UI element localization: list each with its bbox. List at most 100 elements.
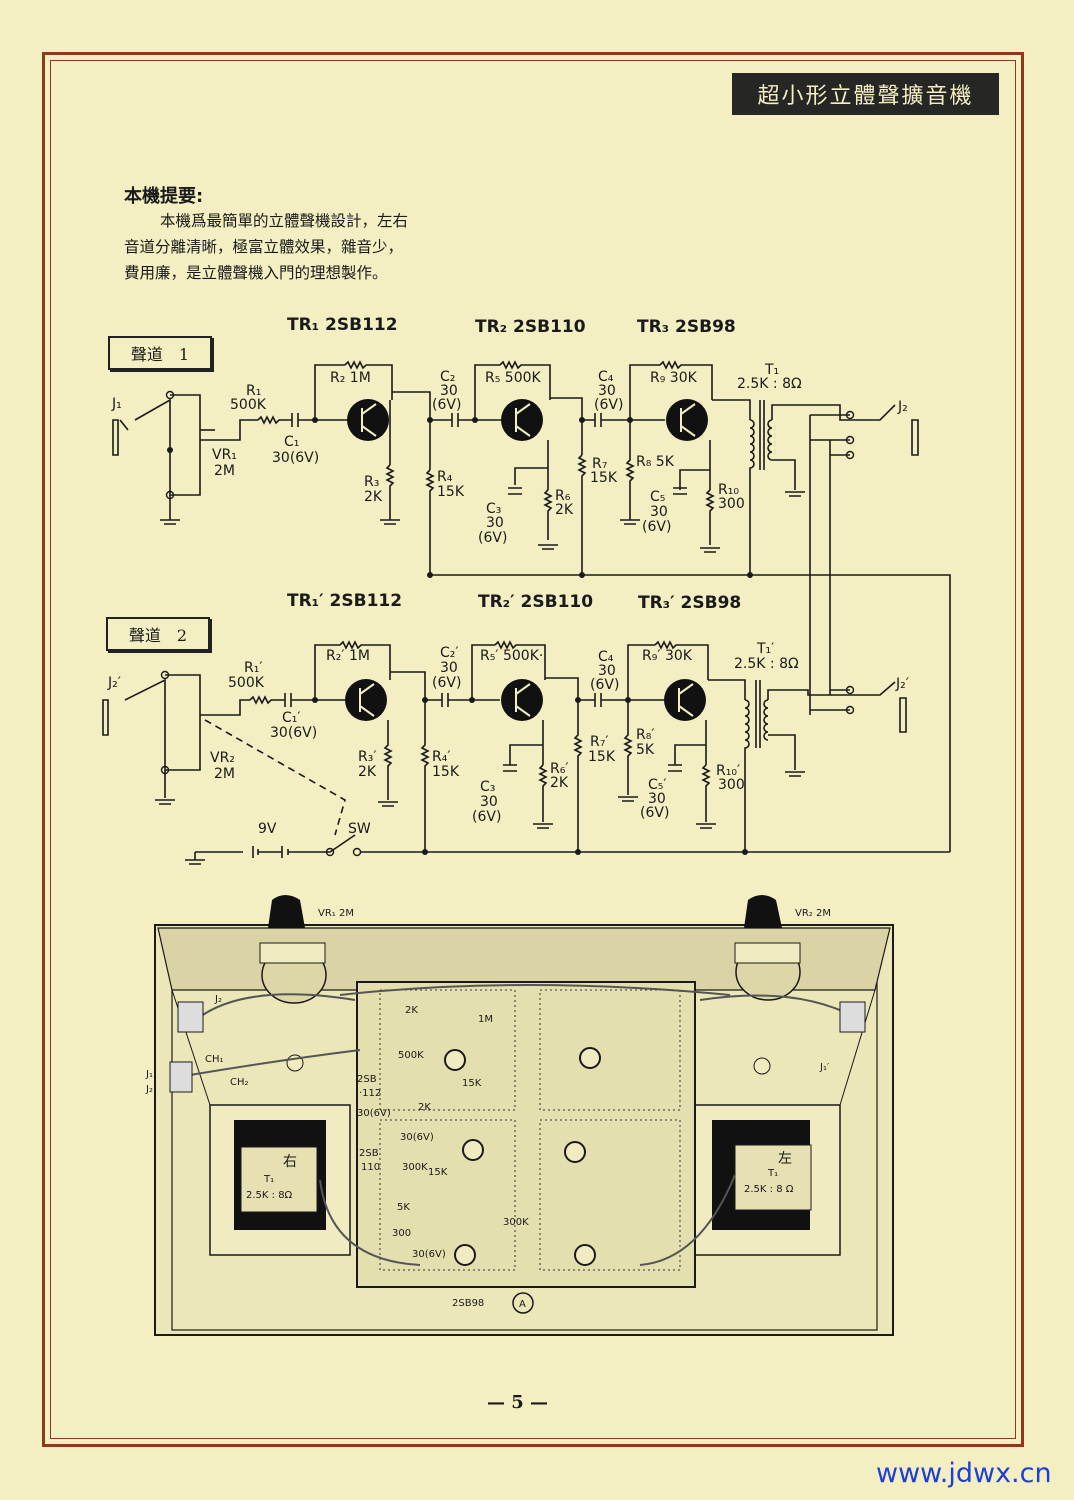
chassis-vr1: VR₁ 2M [318, 908, 354, 919]
ch2-c5-b: (6V) [640, 805, 670, 821]
ch2-c1-value: 30(6V) [270, 725, 318, 741]
ch2-r10: R₁₀′ [716, 763, 741, 779]
ch2-r9: R₉′ 30K [642, 648, 692, 664]
ch2-j2: J₂′ [896, 676, 909, 692]
ch1-c5-b: (6V) [642, 519, 672, 535]
page-number: — 5 — [487, 1392, 549, 1413]
ch1-r10: R₁₀ [718, 482, 739, 498]
ch2-c1: C₁′ [282, 710, 301, 726]
tr1-label: TR₁ 2SB112 [287, 315, 398, 335]
ch1-r8: R₈ 5K [636, 454, 674, 470]
board-label: 2K [418, 1102, 431, 1113]
chassis-left-label: 左 [778, 1151, 792, 1167]
ch1-r5: R₅ 500K [485, 370, 541, 386]
chassis-t-left: T₁ [768, 1168, 779, 1179]
site-watermark: www.jdwx.cn [876, 1458, 1052, 1489]
ch1-c3: C₃ [486, 501, 502, 517]
ch2-r3: R₃′ [358, 749, 377, 765]
ch2-r10-value: 300 [718, 777, 745, 793]
ch2-c2-b: (6V) [432, 675, 462, 691]
ch2-vr2-value: 2M [214, 766, 235, 782]
ch2-c4: C₄ [598, 649, 614, 665]
ch1-c4: C₄ [598, 369, 614, 385]
chassis-j1: J₁ [146, 1069, 153, 1080]
board-label: 110 [361, 1162, 381, 1173]
ch1-c4-b: (6V) [594, 397, 624, 413]
summary-line-1: 本機爲最簡單的立體聲機設計，左右 [160, 212, 409, 230]
tr3p-label: TR₃′ 2SB98 [638, 593, 742, 613]
board-label: 300 [392, 1228, 412, 1239]
ch1-c2-a: 30 [440, 383, 458, 399]
chassis-j1r: J₁′ [820, 1062, 830, 1073]
chassis-right-label: 右 [283, 1154, 297, 1170]
chassis-vr2: VR₂ 2M [795, 908, 831, 919]
ch2-c2: C₂′ [440, 645, 459, 661]
board-label: 1M [478, 1014, 493, 1025]
board-label: 30(6V) [357, 1108, 391, 1119]
chassis-j2: J₂ [215, 994, 222, 1005]
ch1-c1: C₁ [284, 434, 300, 450]
ch2-c2-a: 30 [440, 660, 458, 676]
ch1-r3: R₃ [364, 474, 380, 490]
ch2-r1: R₁′ [244, 660, 263, 676]
ch1-c5: C₅ [650, 489, 666, 505]
ch1-vr1-value: 2M [214, 463, 235, 479]
channel-2-label: 聲道 2 [106, 617, 210, 651]
ch1-r7: R₇ [592, 456, 608, 472]
ch1-c1-value: 30(6V) [272, 450, 320, 466]
ch2-c4-b: (6V) [590, 677, 620, 693]
ch2-r6-value: 2K [550, 775, 569, 791]
board-label: 30(6V) [400, 1132, 434, 1143]
ch2-vr2: VR₂ [210, 750, 235, 766]
ch1-r4: R₄ [437, 469, 453, 485]
ch1-c2: C₂ [440, 369, 456, 385]
ch1-j2: J₂ [898, 399, 908, 415]
ch1-r1-value: 500K [230, 397, 266, 413]
tr3-label: TR₃ 2SB98 [637, 317, 736, 337]
chassis-t-left-value: 2.5K : 8 Ω [744, 1184, 794, 1195]
ch2-c4-a: 30 [598, 663, 616, 679]
chassis-ch2: CH₂ [230, 1077, 249, 1088]
summary-line-2: 音道分離清晰，極富立體效果，雜音少， [124, 238, 404, 256]
board-mark: A [519, 1299, 526, 1310]
board-label: 15K [428, 1167, 448, 1178]
ch1-r10-value: 300 [718, 496, 745, 512]
board-label: 300K [503, 1217, 529, 1228]
ch2-r8-value: 5K [636, 742, 655, 758]
ch2-r6: R₆′ [550, 761, 569, 777]
ch1-c2-b: (6V) [432, 397, 462, 413]
ch1-c5-a: 30 [650, 504, 668, 520]
page-title: 超小形立體聲擴音機 [732, 73, 999, 115]
board-label: 2SB [357, 1074, 377, 1085]
ch1-r1: R₁ [246, 383, 262, 399]
board-label: 30(6V) [412, 1249, 446, 1260]
channel-1-label: 聲道 1 [108, 336, 212, 370]
ch2-r8: R₈′ [636, 727, 655, 743]
board-label: 2SB [359, 1148, 379, 1159]
ch2-r4-value: 15K [432, 764, 459, 780]
chassis-ch1: CH₁ [205, 1054, 224, 1065]
ch1-t1-value: 2.5K : 8Ω [737, 376, 802, 392]
ch2-j2p: J₂′ [108, 675, 121, 691]
board-label: 2SB98 [452, 1298, 485, 1309]
board-label: ·112 [359, 1088, 382, 1099]
ch2-t1: T₁′ [757, 641, 775, 657]
board-label: 5K [397, 1202, 410, 1213]
page-border-inner [50, 60, 1016, 1439]
ch2-c3-b: (6V) [472, 809, 502, 825]
ch2-c5: C₅′ [648, 777, 667, 793]
summary-heading: 本機提要: [124, 186, 204, 207]
ch2-r2: R₂′ 1M [326, 648, 370, 664]
transistor-symbols [345, 399, 708, 721]
ch2-r1-value: 500K [228, 675, 264, 691]
ch1-r9: R₉ 30K [650, 370, 697, 386]
chassis-drawing [154, 895, 894, 1336]
ch1-r3-value: 2K [364, 489, 383, 505]
board-label: 300K [402, 1162, 428, 1173]
page-border-outer [42, 52, 1024, 1447]
ch2-r4: R₄′ [432, 749, 451, 765]
chassis-t-right-value: 2.5K : 8Ω [246, 1190, 293, 1201]
summary-line-3: 費用廉，是立體聲機入門的理想製作。 [124, 264, 388, 282]
ch2-c5-a: 30 [648, 791, 666, 807]
